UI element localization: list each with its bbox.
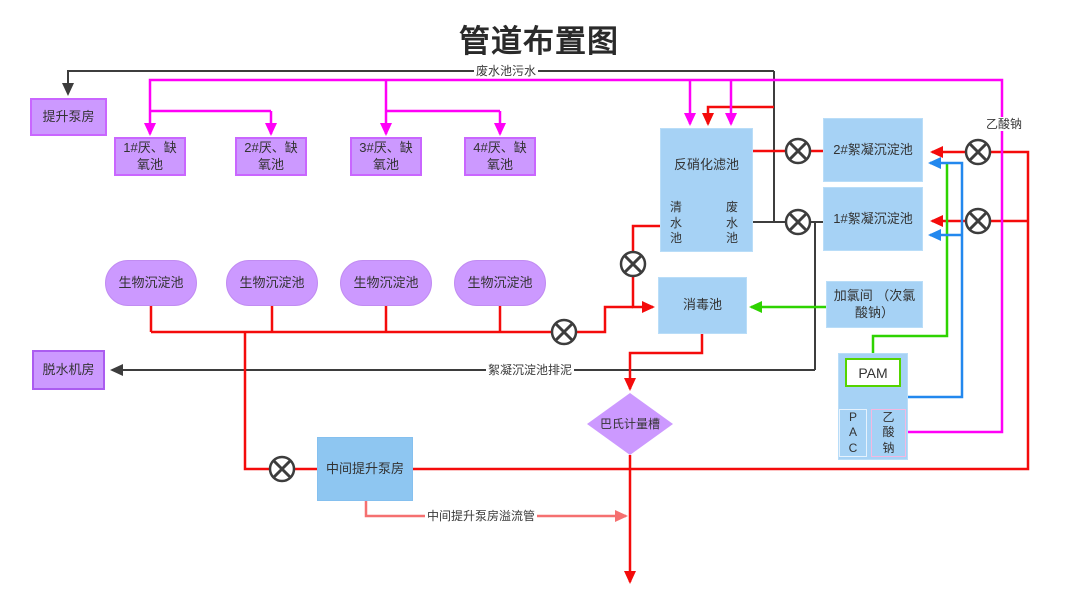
clear-pool-label: 清 水 池 xyxy=(669,200,682,246)
node-dewatering-room[interactable]: 脱水机房 xyxy=(32,350,105,390)
node-flocculation-tank-2[interactable]: 2#絮凝沉淀池 xyxy=(823,118,923,182)
node-bio-sedimentation-3[interactable]: 生物沉淀池 xyxy=(340,260,432,306)
node-lift-pump-station[interactable]: 提升泵房 xyxy=(30,98,107,136)
waste-pool-label: 废 水 池 xyxy=(725,200,738,246)
node-pam-dosing[interactable]: PAM xyxy=(845,358,901,387)
pipe-overflow xyxy=(364,501,628,522)
pipe-bio-collector xyxy=(151,305,633,334)
pipe-acetate-main xyxy=(148,78,1004,434)
node-disinfection-tank[interactable]: 消毒池 xyxy=(658,277,747,334)
sludge-pipe-label: 絮凝沉淀池排泥 xyxy=(486,363,575,377)
valve-icon[interactable] xyxy=(784,208,812,236)
node-bio-sedimentation-1[interactable]: 生物沉淀池 xyxy=(105,260,197,306)
page-title: 管道布置图 xyxy=(459,24,619,59)
node-flocculation-tank-1[interactable]: 1#絮凝沉淀池 xyxy=(823,187,923,251)
node-bio-sedimentation-4[interactable]: 生物沉淀池 xyxy=(454,260,546,306)
node-anoxic-tank-2[interactable]: 2#厌、缺氧池 xyxy=(235,137,307,176)
pipe-pam-line xyxy=(871,163,949,356)
pipe-wastewater-main xyxy=(62,70,774,96)
valve-icon[interactable] xyxy=(964,138,992,166)
valve-icon[interactable] xyxy=(268,455,296,483)
node-bio-sedimentation-2[interactable]: 生物沉淀池 xyxy=(226,260,318,306)
node-sodium-acetate-tank[interactable]: 乙 酸 钠 xyxy=(871,409,906,457)
node-anoxic-tank-4[interactable]: 4#厌、缺氧池 xyxy=(464,137,536,176)
node-anoxic-tank-1[interactable]: 1#厌、缺氧池 xyxy=(114,137,186,176)
node-chlorination-room[interactable]: 加氯间 （次氯酸钠） xyxy=(826,281,923,328)
pipe-to-mid-pump xyxy=(243,332,317,471)
valve-icon[interactable] xyxy=(964,207,992,235)
denitrification-label: 反硝化滤池 xyxy=(673,157,739,172)
node-mid-lift-pump-station[interactable]: 中间提升泵房 xyxy=(317,437,413,501)
overflow-pipe-label: 中间提升泵房溢流管 xyxy=(425,509,538,523)
pipe-backwash-top xyxy=(702,105,774,126)
pipe-disinfect-to-flume xyxy=(624,334,704,391)
node-anoxic-tank-3[interactable]: 3#厌、缺氧池 xyxy=(350,137,422,176)
node-denitrification-filter[interactable]: 反硝化滤池 xyxy=(660,128,753,252)
wastewater-pipe-label: 废水池污水 xyxy=(474,64,539,78)
acetate-pipe-label: 乙酸钠 xyxy=(984,117,1025,131)
node-pac-dosing[interactable]: P A C xyxy=(839,409,867,457)
valve-icon[interactable] xyxy=(784,137,812,165)
valve-icon[interactable] xyxy=(619,250,647,278)
valve-icon[interactable] xyxy=(550,318,578,346)
